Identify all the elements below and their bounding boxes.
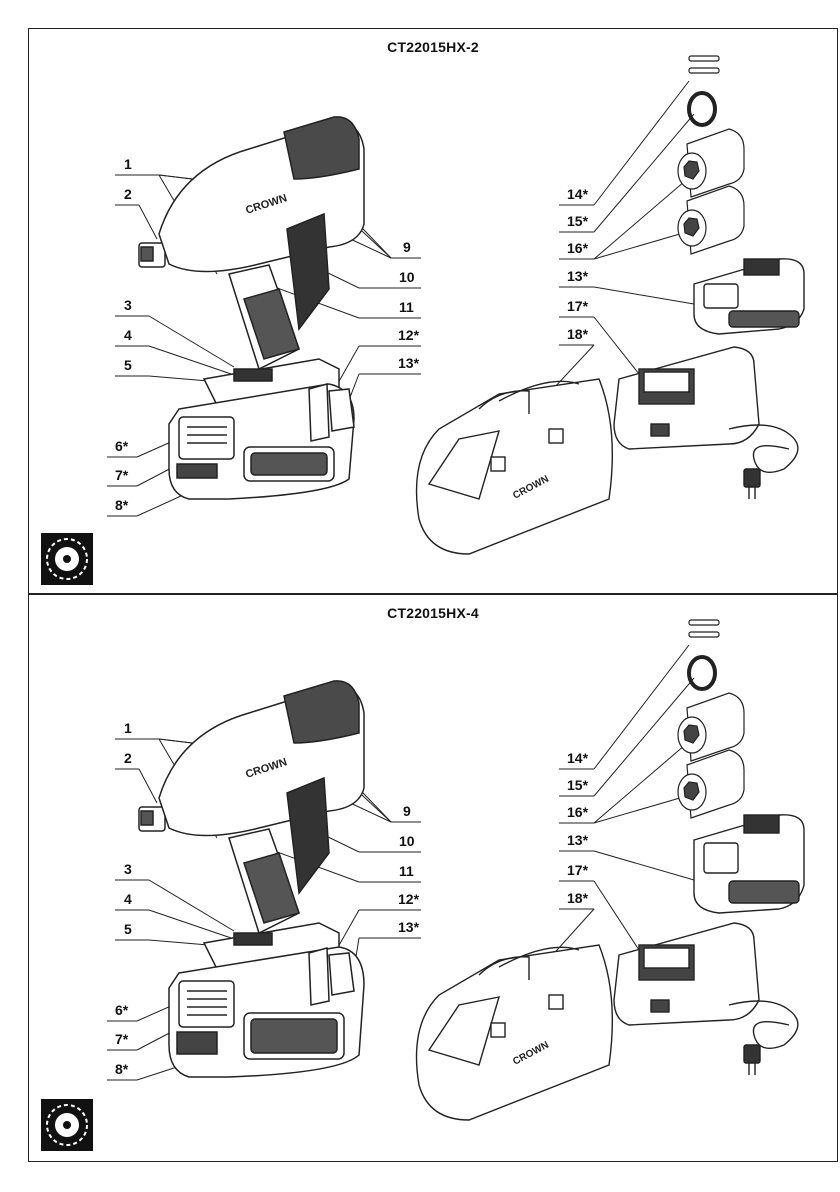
exploded-diagram: CROWN (29, 29, 837, 593)
socket-icon (678, 186, 744, 254)
panel-ct22015hx-2: CT22015HX-2 1 2 3 4 5 6* 7* 8* 9 10 11 1… (28, 28, 838, 594)
tool-bag-icon: CROWN (417, 379, 613, 554)
hog-ring-icon (689, 657, 715, 689)
battery-pack-icon (694, 259, 804, 334)
manual-badge-icon (41, 1099, 93, 1151)
socket-icon (678, 129, 744, 197)
charger-icon (614, 347, 798, 499)
manual-badge-icon (41, 533, 93, 585)
panel-ct22015hx-4: CT22015HX-4 1 2 3 4 5 6* 7* 8* 9 10 11 1… (28, 594, 838, 1162)
charger-icon (614, 923, 798, 1075)
hog-ring-icon (689, 93, 715, 125)
pin-icon (689, 56, 719, 73)
pin-icon (689, 620, 719, 637)
exploded-diagram: CROWN (29, 595, 837, 1161)
socket-icon (678, 750, 744, 818)
tool-bag-icon: CROWN (417, 945, 613, 1120)
socket-icon (678, 693, 744, 761)
battery-pack-icon (694, 815, 804, 913)
